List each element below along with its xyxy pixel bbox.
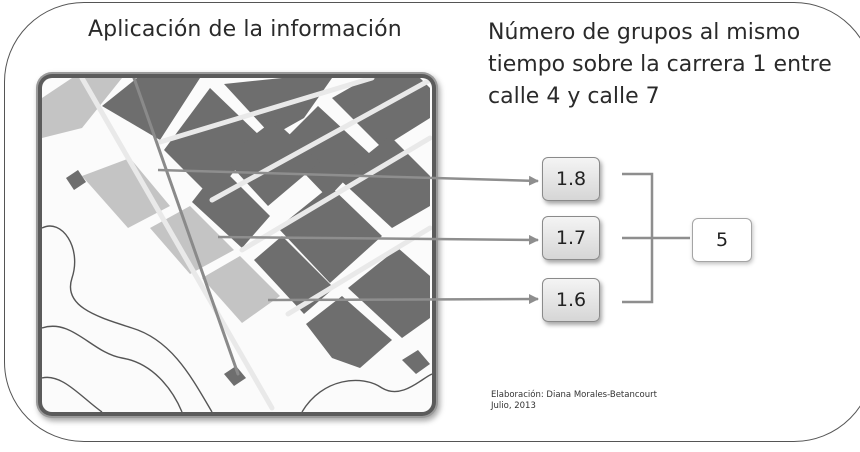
light-block [202,256,280,323]
contour [42,325,183,412]
contour [42,376,103,412]
credit-author: Elaboración: Diana Morales-Betancourt [491,390,657,400]
contour [42,225,213,412]
street [157,78,375,145]
carrera-1 [132,78,240,376]
street [239,135,432,253]
dark-block [402,350,430,374]
dark-block [224,366,246,386]
street [209,78,432,203]
dark-block [66,170,86,190]
dark-block [192,166,270,248]
value-box-2: 1.7 [542,216,600,260]
arrow-3 [267,294,539,305]
dark-block [224,120,320,206]
dark-block [348,248,430,338]
total-box: 5 [692,218,752,262]
city-map [42,78,432,412]
map-drawing [42,78,432,412]
credit: Elaboración: Diana Morales-Betancourt Ju… [491,390,657,412]
street [79,78,275,411]
contour [301,373,432,412]
dark-block [338,136,430,228]
light-block [82,158,170,228]
value-box-3: 1.6 [542,278,600,322]
dark-block [254,236,334,314]
value-box-1: 1.8 [542,157,600,201]
light-block [42,78,122,138]
dark-block [102,78,200,140]
right-title: Número de grupos al mismo tiempo sobre l… [488,20,832,109]
slide-frame [4,2,860,442]
dark-block [306,296,392,368]
left-title: Aplicación de la información [88,17,402,42]
credit-date: Julio, 2013 [491,401,536,411]
arrow-1 [157,168,539,186]
arrow-2 [217,234,539,245]
